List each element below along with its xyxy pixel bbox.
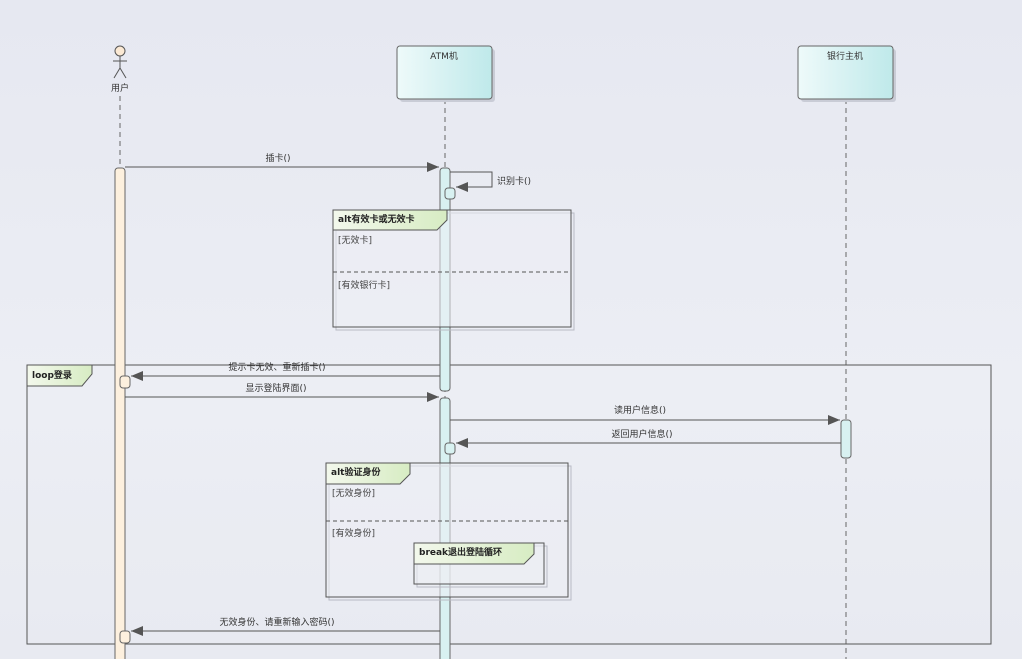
bank-lifeline-label: 银行主机: [827, 50, 863, 62]
atm-lifeline-label: ATM机: [430, 50, 458, 62]
alt-card-label: alt有效卡或无效卡: [338, 213, 414, 225]
alt-identity-guard-valid: [有效身份]: [332, 527, 375, 539]
alt-identity-guard-invalid: [无效身份]: [332, 487, 375, 499]
user-activation-small-2[interactable]: [119, 630, 131, 644]
user-activation-small-1[interactable]: [119, 375, 131, 389]
alt-card-frame[interactable]: alt有效卡或无效卡 [无效卡] [有效银行卡]: [332, 209, 575, 331]
message-return-user-info-label: 返回用户信息(): [611, 428, 672, 440]
break-exit-label: break退出登陆循环: [419, 546, 502, 558]
message-read-user-info-label: 读用户信息(): [614, 404, 666, 416]
bank-lifeline-head[interactable]: 银行主机: [797, 45, 896, 102]
message-return-user-info[interactable]: 返回用户信息(): [456, 428, 841, 448]
message-identify-card[interactable]: 识别卡(): [450, 171, 531, 192]
message-insert-card-label: 插卡(): [265, 152, 290, 164]
message-prompt-invalid-card[interactable]: 提示卡无效、重新插卡(): [131, 361, 440, 381]
stick-figure-icon: [113, 45, 127, 79]
alt-card-guard-valid: [有效银行卡]: [338, 279, 390, 291]
message-show-login-label: 显示登陆界面(): [245, 382, 306, 394]
user-actor-label: 用户: [111, 82, 129, 94]
message-invalid-identity-label: 无效身份、请重新输入密码(): [219, 616, 334, 628]
message-read-user-info[interactable]: 读用户信息(): [450, 404, 840, 425]
message-show-login[interactable]: 显示登陆界面(): [125, 382, 439, 402]
break-exit-frame[interactable]: break退出登陆循环: [413, 542, 548, 588]
alt-identity-label: alt验证身份: [331, 466, 381, 478]
message-prompt-invalid-card-label: 提示卡无效、重新插卡(): [228, 361, 325, 373]
message-identify-card-label: 识别卡(): [497, 175, 531, 187]
message-invalid-identity[interactable]: 无效身份、请重新输入密码(): [131, 616, 440, 636]
alt-card-guard-invalid: [无效卡]: [338, 234, 372, 246]
message-insert-card[interactable]: 插卡(): [125, 152, 439, 172]
user-actor[interactable]: 用户: [111, 45, 129, 94]
atm-self-activation-1[interactable]: [444, 187, 456, 200]
atm-self-activation-2[interactable]: [444, 442, 456, 455]
atm-lifeline-head[interactable]: ATM机: [396, 45, 495, 102]
loop-login-frame[interactable]: loop登录: [26, 364, 992, 645]
user-activation-bar[interactable]: [114, 167, 126, 659]
bank-activation-bar[interactable]: [840, 419, 852, 459]
loop-login-label: loop登录: [32, 369, 72, 381]
